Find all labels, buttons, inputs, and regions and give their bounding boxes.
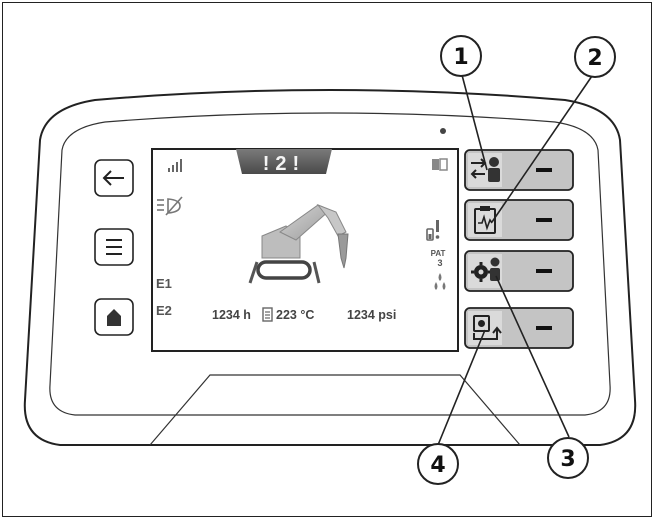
arrow-left-icon [102, 170, 124, 186]
callout-1: 1 [440, 35, 482, 77]
operator-swap-icon [470, 157, 500, 182]
headlight-off-icon [157, 196, 183, 216]
pat-label: PAT [431, 249, 446, 258]
coolant-icon [262, 307, 273, 322]
device-base [149, 374, 521, 446]
callout-2-label: 2 [587, 46, 602, 71]
battery-warning-icon [426, 220, 440, 241]
callout-4-label: 4 [430, 453, 445, 478]
callout-4: 4 [417, 443, 459, 485]
e2-label: E2 [156, 303, 172, 318]
hours-readout: 1234 h [212, 308, 251, 322]
machine-illustration [248, 203, 349, 284]
e1-label: E1 [156, 276, 172, 291]
screen [151, 148, 459, 352]
softkey-2[interactable] [464, 199, 574, 241]
callout-2: 2 [574, 36, 616, 78]
remote-connect-icon [473, 315, 502, 340]
pat-value: 3 [437, 258, 442, 268]
menu-icon [106, 239, 122, 255]
diagnostic-clipboard-icon [474, 206, 496, 234]
callout-leaders [437, 74, 593, 446]
callout-1-label: 1 [453, 45, 468, 70]
softkey-3-minus-icon [536, 269, 552, 273]
softkey-3[interactable] [464, 250, 574, 292]
temperature-readout: 223 °C [276, 308, 314, 322]
softkey-1[interactable] [464, 149, 574, 191]
side-button-menu[interactable] [94, 228, 134, 266]
side-button-home[interactable] [94, 298, 134, 336]
light-sensor [440, 128, 446, 134]
manual-book-icon [432, 158, 448, 171]
signal-strength-icon [168, 159, 182, 172]
status-badge [236, 149, 332, 174]
softkey-2-minus-icon [536, 218, 552, 222]
pressure-readout: 1234 psi [347, 308, 396, 322]
softkey-1-minus-icon [536, 168, 552, 172]
figure-frame [2, 2, 652, 517]
fluid-drops-icon [434, 273, 446, 290]
device-bezel [49, 112, 611, 416]
softkey-4-minus-icon [536, 326, 552, 330]
side-button-back[interactable] [94, 159, 134, 197]
callout-3-label: 3 [560, 447, 575, 472]
callout-3: 3 [547, 437, 589, 479]
status-badge-text: !2! [263, 153, 305, 175]
home-icon [107, 309, 121, 326]
